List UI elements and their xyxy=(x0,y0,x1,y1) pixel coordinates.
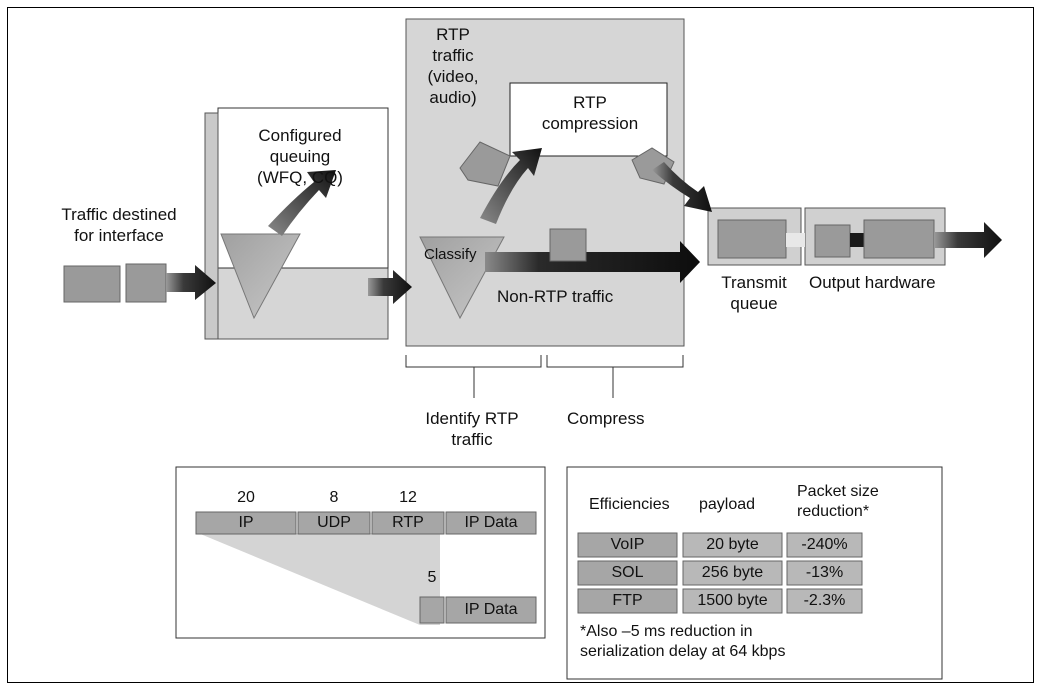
row-voip-reduction: -240% xyxy=(801,536,848,553)
reduction-header: Packet size reduction* xyxy=(797,483,879,520)
rtp-input-arrow-icon xyxy=(368,270,412,304)
efficiency-panel-graphics xyxy=(566,466,943,680)
outer-frame xyxy=(7,7,1034,683)
header-panel-graphics xyxy=(175,466,546,639)
brackets xyxy=(405,355,684,398)
efficiency-footnote: *Also –5 ms reduction in serialization d… xyxy=(580,623,786,660)
row-ftp-reduction: -2.3% xyxy=(803,592,846,609)
row-sol-name: SOL xyxy=(611,564,644,581)
queuing-curve-arrow-icon xyxy=(268,170,336,236)
rtp-packet-icon xyxy=(459,141,511,187)
compressed-ip-data-segment: IP Data xyxy=(464,601,518,618)
queuing-wedge-icon xyxy=(220,233,301,320)
compressed-down-arrow-icon xyxy=(652,162,712,212)
ip-size: 20 xyxy=(237,489,255,506)
rtp-traffic-label: RTP traffic (video, audio) xyxy=(427,25,479,107)
ip-segment: IP xyxy=(238,514,254,531)
non-rtp-traffic-label: Non-RTP traffic xyxy=(497,287,614,306)
transmit-hardware xyxy=(707,207,946,266)
udp-segment: UDP xyxy=(317,514,351,531)
efficiencies-header: Efficiencies xyxy=(589,496,670,513)
row-sol-reduction: -13% xyxy=(805,564,844,581)
input-arrow-icon xyxy=(166,265,216,300)
row-voip-name: VoIP xyxy=(610,536,645,553)
compress-label: Compress xyxy=(567,409,645,428)
output-arrow-icon xyxy=(934,222,1002,258)
rtp-up-arrow-icon xyxy=(480,148,542,224)
row-ftp-payload: 1500 byte xyxy=(697,592,768,609)
non-rtp-packet xyxy=(549,228,587,262)
rtp-compression-label: RTP compression xyxy=(541,93,639,133)
non-rtp-arrow-icon xyxy=(485,241,700,283)
output-hardware-label: Output hardware xyxy=(809,273,936,292)
transmit-queue-label: Transmit queue xyxy=(721,273,787,313)
classify-label: Classify xyxy=(424,246,477,263)
classify-wedge-icon xyxy=(419,236,505,320)
udp-size: 8 xyxy=(329,489,339,506)
row-voip-payload: 20 byte xyxy=(706,536,759,553)
rtp-segment: RTP xyxy=(392,514,424,531)
payload-header: payload xyxy=(699,496,756,513)
incoming-packets xyxy=(63,263,216,303)
identify-rtp-label: Identify RTP traffic xyxy=(425,409,519,449)
row-sol-payload: 256 byte xyxy=(701,564,764,581)
row-ftp-name: FTP xyxy=(612,592,643,609)
traffic-destined-label: Traffic destined for interface xyxy=(61,205,177,245)
rtp-size: 12 xyxy=(399,489,417,506)
ip-data-segment: IP Data xyxy=(464,514,518,531)
configured-queuing-label: Configured queuing (WFQ, CQ) xyxy=(257,126,343,187)
compressed-size: 5 xyxy=(427,569,437,586)
